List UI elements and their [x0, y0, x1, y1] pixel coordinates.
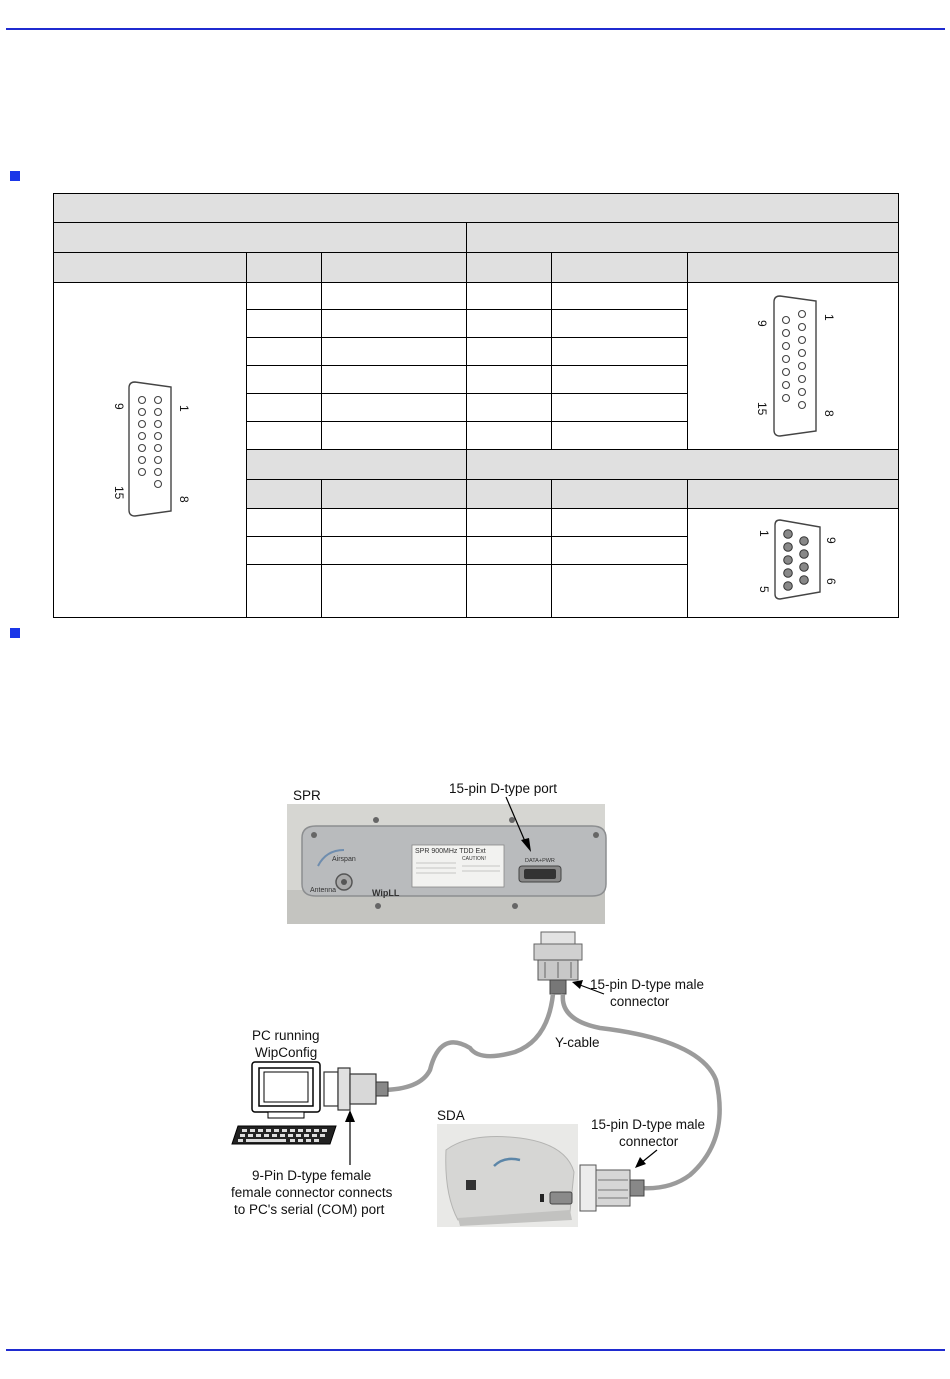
male-connector-top-label-1: 15-pin D-type male [590, 977, 704, 992]
male-connector-bottom-label-2: connector [619, 1134, 679, 1149]
table-header-row [53, 252, 900, 283]
panel-port-label: DATA+PWR [525, 858, 555, 864]
female-connector-label-1: 9-Pin D-type female [252, 1168, 371, 1183]
sda-label: SDA [437, 1108, 465, 1123]
spr-unit-photo: Airspan Antenna WipLL SPR 900MHz TDD Ext… [287, 804, 607, 924]
pc-label-1: PC running [252, 1028, 320, 1043]
table-row [54, 337, 899, 366]
panel-caution-label: CAUTION! [462, 856, 486, 862]
female-connector-label-3: to PC's serial (COM) port [234, 1202, 385, 1217]
footer-rule [6, 1349, 945, 1351]
sda-unit-photo [437, 1124, 578, 1227]
panel-model-label: SPR 900MHz TDD Ext [415, 848, 486, 855]
sda-male-connector-icon [579, 1164, 645, 1212]
pc-computer-icon [231, 1061, 337, 1145]
panel-logo: Airspan [332, 856, 356, 863]
table-row [54, 365, 899, 394]
panel-brand-label: WipLL [372, 888, 400, 898]
table-subgroup-row [54, 449, 900, 480]
pc-label-2: WipConfig [255, 1045, 317, 1060]
male-connector-bottom-label-1: 15-pin D-type male [591, 1117, 705, 1132]
section-bullet-1 [10, 171, 20, 181]
table-row [54, 393, 899, 422]
header-rule [6, 28, 945, 30]
spr-label: SPR [293, 788, 321, 803]
table-row [54, 309, 899, 338]
db9-female-connector-icon [323, 1067, 389, 1111]
port-label: 15-pin D-type port [449, 781, 557, 796]
table-row [54, 421, 899, 450]
table-row [54, 564, 899, 618]
panel-antenna-label: Antenna [310, 887, 336, 894]
spr-male-connector-icon [533, 931, 583, 995]
female-connector-label-2: female connector connects [231, 1185, 393, 1200]
ycable-label: Y-cable [555, 1035, 600, 1050]
male-connector-top-label-2: connector [610, 994, 670, 1009]
section-bullet-2 [10, 628, 20, 638]
